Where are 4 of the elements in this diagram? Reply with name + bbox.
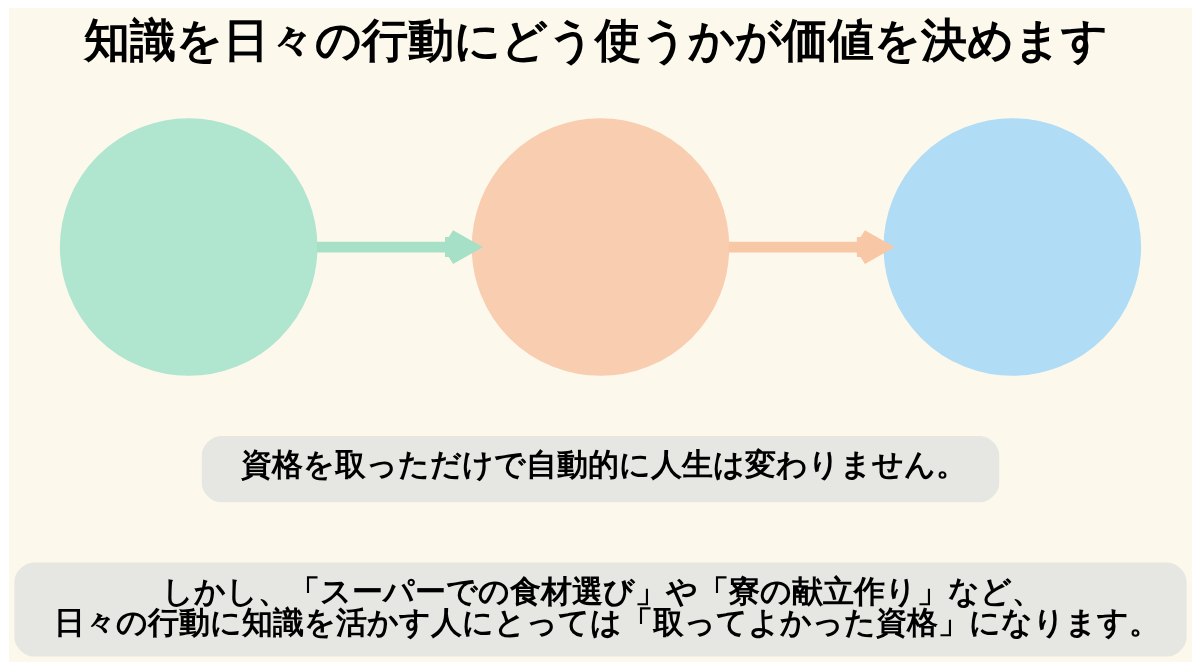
- node-circle: [883, 118, 1141, 376]
- node-circle: [471, 118, 729, 376]
- node-circle: [59, 118, 317, 376]
- diagram-title: 知識を日々の行動にどう使うかが価値を決めます: [83, 12, 1108, 67]
